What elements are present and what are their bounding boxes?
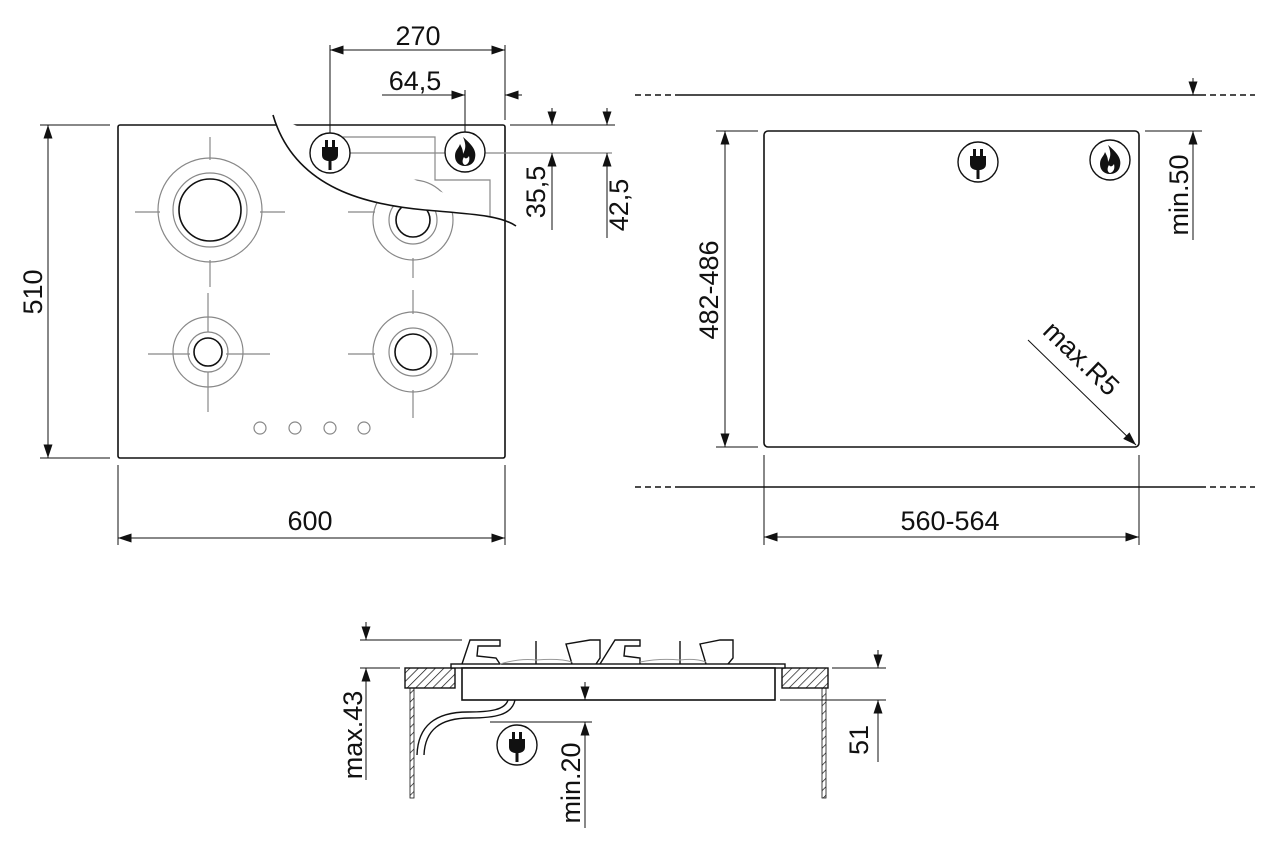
dimension-35-5: 35,5 — [521, 166, 551, 219]
dimension-max-r5: max.R5 — [1037, 315, 1125, 401]
dimension-max-43: max.43 — [338, 691, 368, 780]
dimension-600: 600 — [287, 506, 332, 536]
dimension-510: 510 — [18, 269, 48, 314]
dimension-42-5: 42,5 — [604, 179, 634, 232]
burner-rear-left — [135, 137, 285, 287]
burner-front-right — [348, 290, 478, 418]
control-knobs — [253, 421, 371, 435]
burner-front-left — [148, 293, 270, 412]
dimension-560-564: 560-564 — [900, 506, 999, 536]
plug-icon — [496, 724, 538, 766]
dimension-270: 270 — [395, 21, 440, 51]
plug-icon — [309, 132, 351, 174]
dimension-51: 51 — [844, 725, 874, 755]
hob-top-view: 270 64,5 35,5 42,5 510 600 — [18, 21, 634, 545]
flame-icon — [1089, 139, 1131, 181]
pan-supports — [461, 639, 734, 665]
dimension-min-20: min.20 — [556, 742, 586, 823]
dimension-64-5: 64,5 — [389, 66, 442, 96]
plug-icon — [957, 141, 999, 183]
flame-icon — [444, 131, 486, 173]
side-view: max.43 min.20 51 — [338, 622, 886, 828]
dimension-482-486: 482-486 — [694, 240, 724, 339]
cutout-view: 482-486 min.50 max.R5 560-564 — [635, 78, 1255, 545]
dimension-min-50: min.50 — [1164, 154, 1194, 235]
